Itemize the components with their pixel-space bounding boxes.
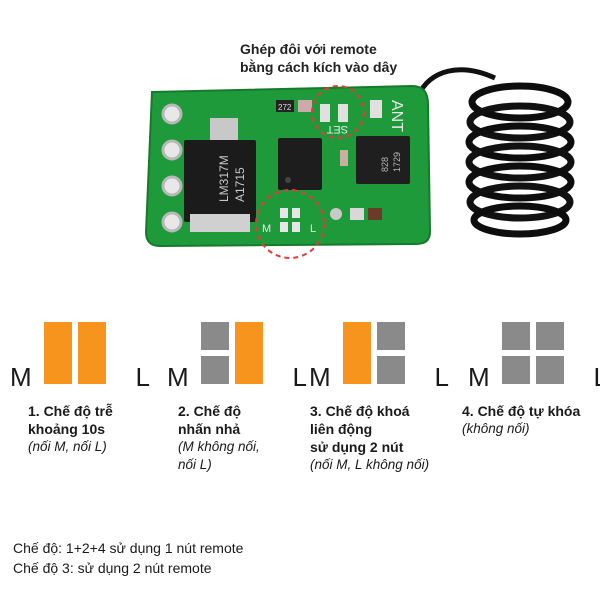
mode-4-blocks xyxy=(502,322,564,384)
footer-line-1: Chế độ: 1+2+4 sử dụng 1 nút remote xyxy=(13,540,244,556)
mode-3-blocks xyxy=(343,322,405,384)
ic-main xyxy=(278,138,322,190)
l-bridge-closed xyxy=(235,322,263,384)
l-label: L xyxy=(135,362,150,392)
mode-4-description: 4. Chế độ tự khóa (không nối) xyxy=(462,402,596,438)
mode-4-sub-line-1: (không nối) xyxy=(462,421,530,436)
mode-2-title-line-2: nhấn nhả xyxy=(178,421,241,437)
mode-4-title: 4. Chế độ tự khóa xyxy=(462,402,596,420)
ml-pads: M L xyxy=(262,208,316,235)
mode-3-sub-line-1: (nối M, L không nối) xyxy=(310,457,430,472)
footer-line-2: Chế độ 3: sử dụng 2 nút remote xyxy=(13,560,212,576)
board-photo: LM317M A1715 272 SET ANT 828 1729 M L xyxy=(144,67,575,259)
footer-notes: Chế độ: 1+2+4 sử dụng 1 nút remote Chế đ… xyxy=(13,538,243,578)
set-label: SET xyxy=(326,123,348,135)
set-pad-left xyxy=(320,104,330,122)
m-pad-open-bottom xyxy=(201,356,229,384)
voltage-regulator: LM317M A1715 xyxy=(184,118,256,232)
smd-cap-3 xyxy=(368,208,382,220)
set-highlight-circle xyxy=(311,85,365,139)
ic-label-2: 1729 xyxy=(392,152,402,172)
mode-2-subtitle: (M không nối, nối L) xyxy=(178,438,328,474)
l-label: L xyxy=(292,362,307,392)
antenna-coil xyxy=(465,82,575,238)
set-pad-right xyxy=(338,104,348,122)
mode-1-description: 1. Chế độ trễ khoảng 10s (nối M, nối L) xyxy=(28,402,178,456)
pairing-note-line-1: Ghép đôi với remote xyxy=(240,41,377,57)
m-bridge-closed xyxy=(343,322,371,384)
mode-2-title: 2. Chế độ nhấn nhả xyxy=(178,402,328,438)
l-label: L xyxy=(594,364,600,390)
m-pad-label: M xyxy=(262,223,271,235)
smd-cap-1 xyxy=(340,150,348,166)
mode-2-blocks xyxy=(201,322,263,384)
mode-1-title: 1. Chế độ trễ khoảng 10s xyxy=(28,402,178,438)
smd-cap-2 xyxy=(350,208,364,220)
mode-2-title-line-1: 2. Chế độ xyxy=(178,403,242,419)
mode-1-subtitle: (nối M, nối L) xyxy=(28,438,178,456)
capacitor xyxy=(298,100,312,112)
mode-2-sub-line-2: nối L) xyxy=(178,457,212,472)
mode-3-title: 3. Chế độ khoá liên động sử dụng 2 nút xyxy=(310,402,460,456)
chip-label-1: LM317M xyxy=(217,155,231,202)
mode-3-subtitle: (nối M, L không nối) xyxy=(310,456,460,474)
m-label: M xyxy=(10,362,32,392)
mode-4-title-line-1: 4. Chế độ tự khóa xyxy=(462,403,581,419)
l-pad-open-bottom xyxy=(536,356,564,384)
resistor xyxy=(276,100,294,112)
m-bridge-closed xyxy=(44,322,72,384)
l-pad-open-top xyxy=(377,322,405,350)
pairing-note: Ghép đôi với remote bằng cách kích vào d… xyxy=(240,40,440,76)
m-label: M xyxy=(468,362,490,392)
resistor-label: 272 xyxy=(278,103,292,112)
mode-2-description: 2. Chế độ nhấn nhả (M không nối, nối L) xyxy=(178,402,328,474)
mode-2-diagram: M L xyxy=(167,322,307,392)
m-pad-open-bottom xyxy=(502,356,530,384)
m-label: M xyxy=(167,362,189,392)
mode-3-description: 3. Chế độ khoá liên động sử dụng 2 nút (… xyxy=(310,402,460,474)
m-pad-open-top xyxy=(502,322,530,350)
mode-1-blocks xyxy=(44,322,106,384)
mode-4-diagram: M L xyxy=(468,322,600,392)
mode-4-subtitle: (không nối) xyxy=(462,420,596,438)
mode-3-diagram: M L xyxy=(309,322,449,392)
l-label: L xyxy=(434,362,449,392)
ml-highlight-circle xyxy=(255,189,325,259)
m-label: M xyxy=(309,362,331,392)
m-pad-open-top xyxy=(201,322,229,350)
ic-decoder: 828 1729 xyxy=(356,136,410,184)
l-bridge-closed xyxy=(78,322,106,384)
ant-pad xyxy=(370,100,382,118)
chip-label-2: A1715 xyxy=(233,167,247,202)
mode-3-title-line-3: sử dụng 2 nút xyxy=(310,439,404,455)
mode-2-sub-line-1: (M không nối, xyxy=(178,439,260,454)
l-pad-open-bottom xyxy=(377,356,405,384)
l-pad-label: L xyxy=(310,223,316,235)
pin-holes xyxy=(161,103,183,233)
mode-1-diagram: M L xyxy=(10,322,150,392)
mode-1-title-line-2: khoảng 10s xyxy=(28,421,106,437)
ant-label: ANT xyxy=(388,100,405,132)
l-pad-open-top xyxy=(536,322,564,350)
mode-3-title-line-1: 3. Chế độ khoá xyxy=(310,403,410,419)
pairing-note-line-2: bằng cách kích vào dây xyxy=(240,59,398,75)
ic-label-1: 828 xyxy=(380,157,390,172)
mode-3-title-line-2: liên động xyxy=(310,421,373,437)
mode-1-sub-line-1: (nối M, nối L) xyxy=(28,439,107,454)
mode-1-title-line-1: 1. Chế độ trễ xyxy=(28,403,113,419)
via xyxy=(330,208,342,220)
